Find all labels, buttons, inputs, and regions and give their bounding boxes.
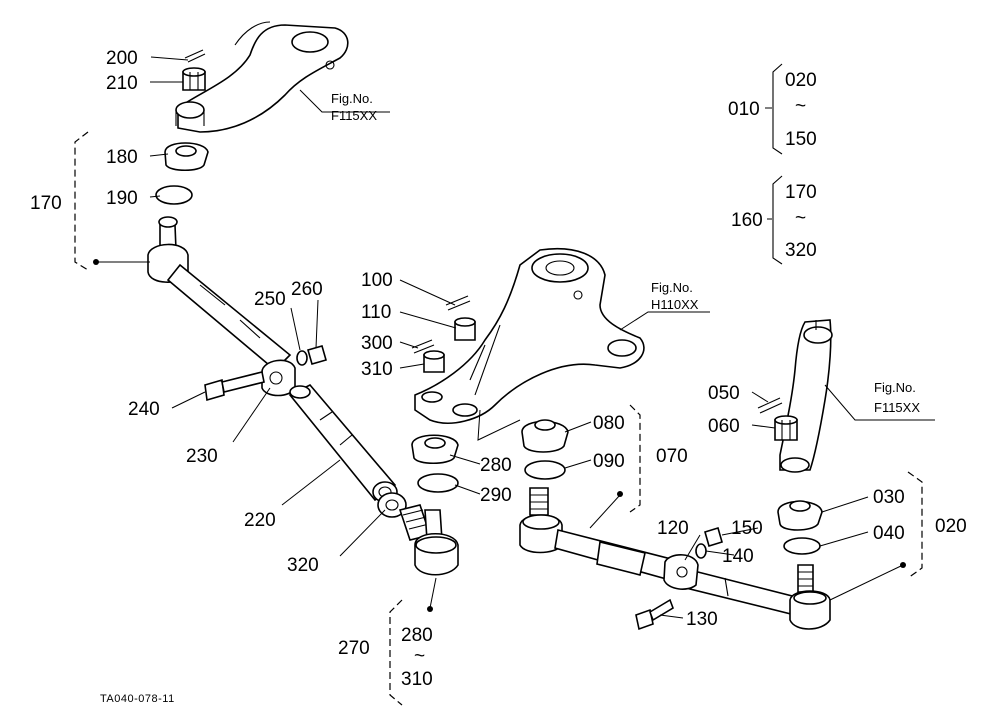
legend-010-from: 020 <box>785 70 817 91</box>
label-040: 040 <box>873 523 905 544</box>
cotter-pin-100 <box>445 295 471 311</box>
drawing-code: TA040-078-11 <box>100 693 175 705</box>
dust-seal-080 <box>521 419 569 453</box>
adjusting-tube-220 <box>288 384 398 503</box>
label-180: 180 <box>106 147 138 168</box>
label-030: 030 <box>873 487 905 508</box>
cotter-pin-050 <box>757 397 783 414</box>
bracket-270 <box>389 599 403 706</box>
label-280: 280 <box>480 455 512 476</box>
tie-rod-end-right <box>789 564 831 630</box>
fig-ref-middle-line1: Fig.No. <box>651 280 693 295</box>
fig-ref-top-line1: Fig.No. <box>331 91 373 106</box>
washer-140 <box>695 543 707 559</box>
label-210: 210 <box>106 73 138 94</box>
label-310: 310 <box>361 359 393 380</box>
knuckle-arm-right <box>779 319 935 473</box>
castle-nut-210 <box>182 67 206 91</box>
tie-rod-end-center <box>519 487 563 554</box>
dust-seal-180 <box>164 142 209 172</box>
bolt-130 <box>635 598 674 631</box>
ring-290 <box>417 473 459 493</box>
ring-190 <box>155 185 193 205</box>
legend-bracket-160 <box>772 175 783 265</box>
label-270-to: 310 <box>401 669 433 690</box>
locknut-320 <box>377 492 407 518</box>
fig-ref-right: Fig.No. F115XX <box>874 380 920 415</box>
label-250: 250 <box>254 289 286 310</box>
bracket-170 <box>74 131 89 271</box>
label-220: 220 <box>244 510 276 531</box>
label-120: 120 <box>657 518 689 539</box>
label-060: 060 <box>708 416 740 437</box>
legend-bracket-010 <box>772 63 783 155</box>
castle-nut-060 <box>774 415 798 441</box>
tie-rod-right <box>554 529 802 616</box>
legend-010-tilde: ~ <box>795 96 806 117</box>
label-140: 140 <box>722 546 754 567</box>
label-270-from: 280 <box>401 625 433 646</box>
label-070: 070 <box>656 446 688 467</box>
castle-nut-310 <box>423 350 445 373</box>
bracket-070 <box>629 404 641 513</box>
ring-040 <box>783 537 821 555</box>
leader-lines <box>97 56 904 619</box>
label-150: 150 <box>731 518 763 539</box>
clamp-120 <box>663 554 699 590</box>
label-270: 270 <box>338 638 370 659</box>
washer-250 <box>296 350 308 366</box>
fig-ref-top-line2: F115XX <box>331 108 377 123</box>
dust-seal-280 <box>411 434 459 465</box>
label-190: 190 <box>106 188 138 209</box>
label-230: 230 <box>186 446 218 467</box>
legend: 010 020 ~ 150 160 170 ~ 320 <box>728 70 817 261</box>
label-260: 260 <box>291 279 323 300</box>
legend-010-to: 150 <box>785 129 817 150</box>
nut-150 <box>704 526 723 548</box>
ring-090 <box>524 460 566 480</box>
legend-010-code: 010 <box>728 99 760 120</box>
bolt-240 <box>204 371 265 402</box>
cotter-pin-200 <box>184 49 206 63</box>
fig-ref-top: Fig.No. F115XX <box>331 91 377 123</box>
label-170: 170 <box>30 193 62 214</box>
marker-dot <box>617 491 623 497</box>
marker-dot <box>900 562 906 568</box>
label-300: 300 <box>361 333 393 354</box>
legend-160-code: 160 <box>731 210 763 231</box>
legend-160-tilde: ~ <box>795 208 806 229</box>
tie-rod-end-bottom <box>398 504 459 609</box>
legend-160-to: 320 <box>785 240 817 261</box>
group-brackets <box>74 63 923 706</box>
label-130: 130 <box>686 609 718 630</box>
marker-dot <box>93 259 99 265</box>
label-200: 200 <box>106 48 138 69</box>
bracket-020 <box>907 471 923 579</box>
label-100: 100 <box>361 270 393 291</box>
label-110: 110 <box>361 302 391 323</box>
part-labels: 200 210 180 190 170 250 260 240 230 220 … <box>30 48 967 690</box>
label-240: 240 <box>128 399 160 420</box>
marker-dot <box>427 606 433 612</box>
nut-260 <box>307 345 327 365</box>
legend-160-from: 170 <box>785 182 817 203</box>
fig-ref-right-line1: Fig.No. <box>874 380 916 395</box>
label-270-tilde: ~ <box>414 646 425 667</box>
castle-nut-110 <box>454 317 476 341</box>
fig-ref-middle: Fig.No. H110XX <box>651 280 699 312</box>
knuckle-arm-left <box>175 21 390 133</box>
fig-ref-middle-line2: H110XX <box>651 297 699 312</box>
label-320: 320 <box>287 555 319 576</box>
center-arm-h110xx <box>414 247 710 424</box>
fig-ref-right-line2: F115XX <box>874 400 920 415</box>
label-090: 090 <box>593 451 625 472</box>
dust-seal-030 <box>777 500 823 531</box>
label-290: 290 <box>480 485 512 506</box>
label-080: 080 <box>593 413 625 434</box>
label-020: 020 <box>935 516 967 537</box>
label-050: 050 <box>708 383 740 404</box>
